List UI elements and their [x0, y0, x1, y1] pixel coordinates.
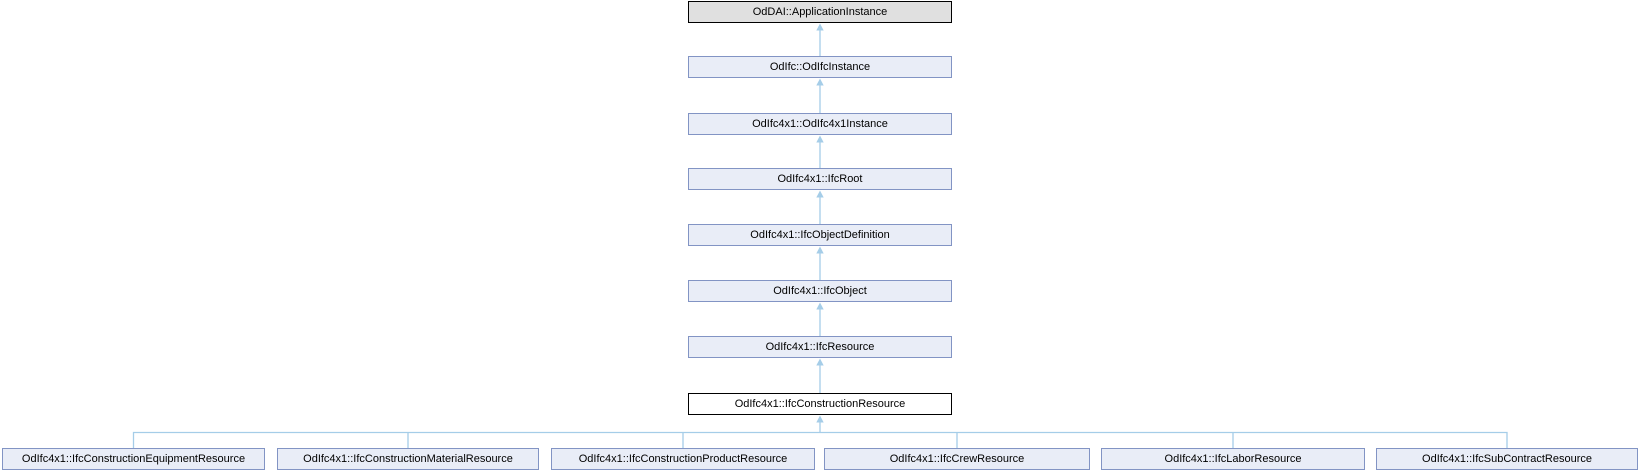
inheritance-arrow-4: [816, 190, 824, 224]
inheritance-arrow-children: [816, 415, 824, 433]
class-node-ifc-root[interactable]: OdIfc4x1::IfcRoot: [688, 168, 952, 190]
class-node-ifc-construction-equipment-resource[interactable]: OdIfc4x1::IfcConstructionEquipmentResour…: [2, 448, 265, 470]
inheritance-arrow-5: [816, 246, 824, 280]
class-node-application-instance[interactable]: OdDAI::ApplicationInstance: [688, 1, 952, 23]
class-node-ifc-object-definition[interactable]: OdIfc4x1::IfcObjectDefinition: [688, 224, 952, 246]
children-rail: [132, 431, 1508, 448]
class-node-odifc4x1-instance[interactable]: OdIfc4x1::OdIfc4x1Instance: [688, 113, 952, 135]
class-node-ifc-sub-contract-resource[interactable]: OdIfc4x1::IfcSubContractResource: [1376, 448, 1638, 470]
class-node-ifc-crew-resource[interactable]: OdIfc4x1::IfcCrewResource: [824, 448, 1090, 470]
inheritance-arrow-3: [816, 135, 824, 168]
class-node-ifc-labor-resource[interactable]: OdIfc4x1::IfcLaborResource: [1101, 448, 1365, 470]
class-node-ifc-resource[interactable]: OdIfc4x1::IfcResource: [688, 336, 952, 358]
class-node-ifc-construction-product-resource[interactable]: OdIfc4x1::IfcConstructionProductResource: [551, 448, 815, 470]
class-node-ifc-object[interactable]: OdIfc4x1::IfcObject: [688, 280, 952, 302]
class-node-odifc-instance[interactable]: OdIfc::OdIfcInstance: [688, 56, 952, 78]
class-node-ifc-construction-resource: OdIfc4x1::IfcConstructionResource: [688, 393, 952, 415]
class-node-ifc-construction-material-resource[interactable]: OdIfc4x1::IfcConstructionMaterialResourc…: [277, 448, 539, 470]
inheritance-arrow-6: [816, 302, 824, 336]
inheritance-arrow-2: [816, 78, 824, 113]
inheritance-arrow-1: [816, 23, 824, 56]
inheritance-arrow-7: [816, 358, 824, 393]
